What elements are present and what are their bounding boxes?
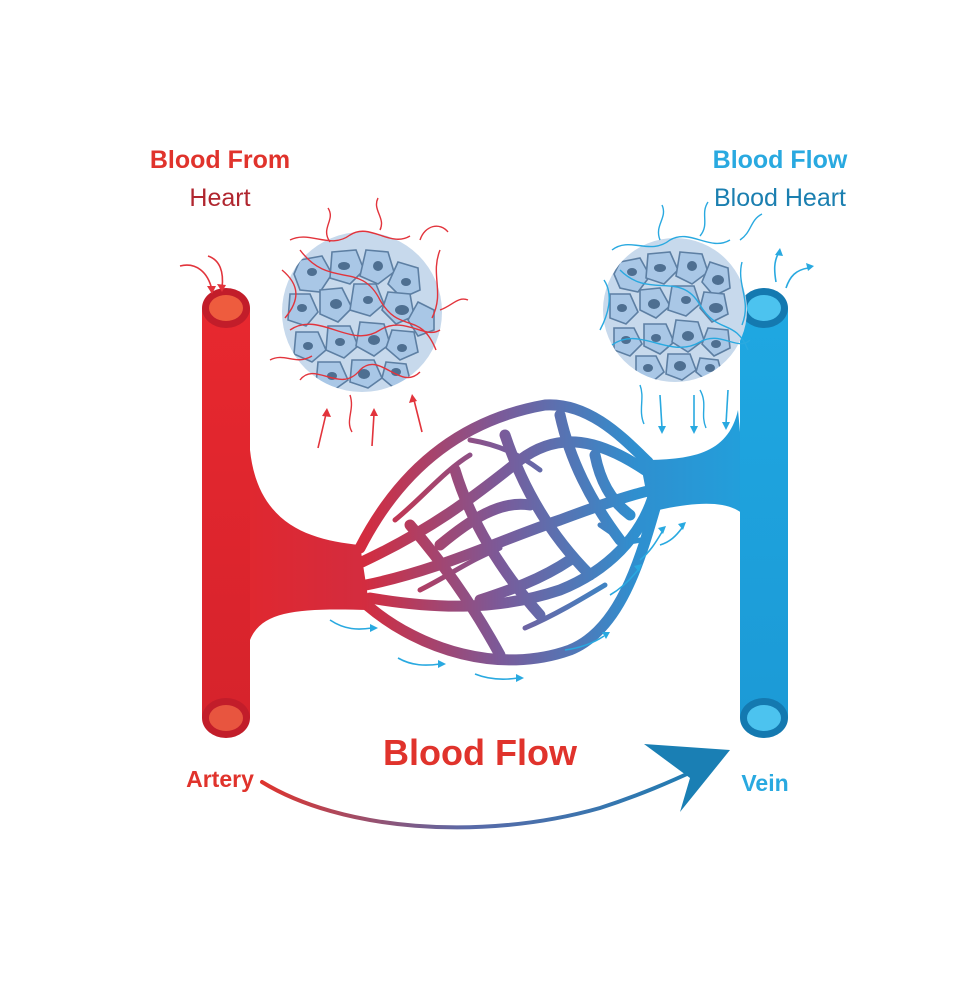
vein-label: Vein [741, 770, 789, 796]
artery-branch [250, 450, 370, 640]
blue-arrowheads [370, 248, 814, 682]
red-flow-arrows [179, 255, 423, 449]
vein-branch [640, 410, 748, 520]
tissue-cluster-right [599, 201, 763, 429]
blood-from-heart-title: Blood From [149, 146, 291, 174]
blood-heart-label: Blood Heart [713, 184, 847, 212]
artery-label: Artery [186, 766, 254, 792]
heart-label-left: Heart [189, 184, 251, 212]
blood-flow-label: Blood Flow [383, 732, 577, 773]
blood-flow-arrow [260, 744, 730, 830]
artery-vessel [202, 288, 250, 738]
capillary-bed-fine [392, 437, 643, 631]
blood-flow-top-title: Blood Flow [712, 146, 848, 174]
tissue-cluster-left [269, 197, 469, 433]
vein-vessel [740, 288, 788, 738]
red-arrowheads [207, 284, 417, 417]
blue-flow-arrows [329, 253, 809, 680]
capillary-bed [354, 399, 661, 666]
